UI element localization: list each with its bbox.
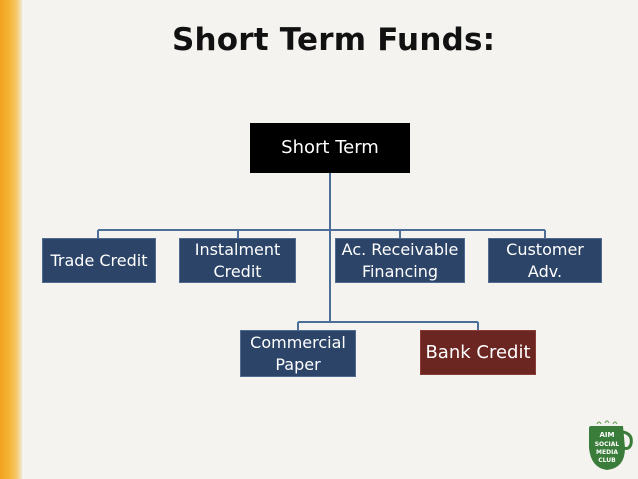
orange-sidebar <box>0 0 22 479</box>
node-short-term: Short Term <box>250 123 410 173</box>
node-commercial-paper: Commercial Paper <box>240 330 356 377</box>
node-bank-credit: Bank Credit <box>420 330 536 375</box>
node-label: Ac. Receivable Financing <box>341 239 459 281</box>
logo-text-aim: AIM <box>600 431 615 439</box>
node-instalment-credit: Instalment Credit <box>179 238 296 283</box>
aim-social-media-club-logo: AIM SOCIAL MEDIA CLUB <box>589 420 633 470</box>
logo-text-club: CLUB <box>598 457 616 464</box>
node-label: Trade Credit <box>50 250 148 270</box>
logo-text-media: MEDIA <box>596 449 618 456</box>
node-label: Instalment Credit <box>194 239 281 281</box>
node-label: Customer Adv. <box>506 239 584 281</box>
node-label: Commercial Paper <box>250 332 346 374</box>
logo-text-social: SOCIAL <box>595 441 620 448</box>
slide-title: Short Term Funds: <box>172 22 496 58</box>
node-trade-credit: Trade Credit <box>42 238 156 283</box>
node-label: Bank Credit <box>425 341 531 363</box>
node-receivable-financing: Ac. Receivable Financing <box>335 238 465 283</box>
node-customer-adv: Customer Adv. <box>488 238 602 283</box>
